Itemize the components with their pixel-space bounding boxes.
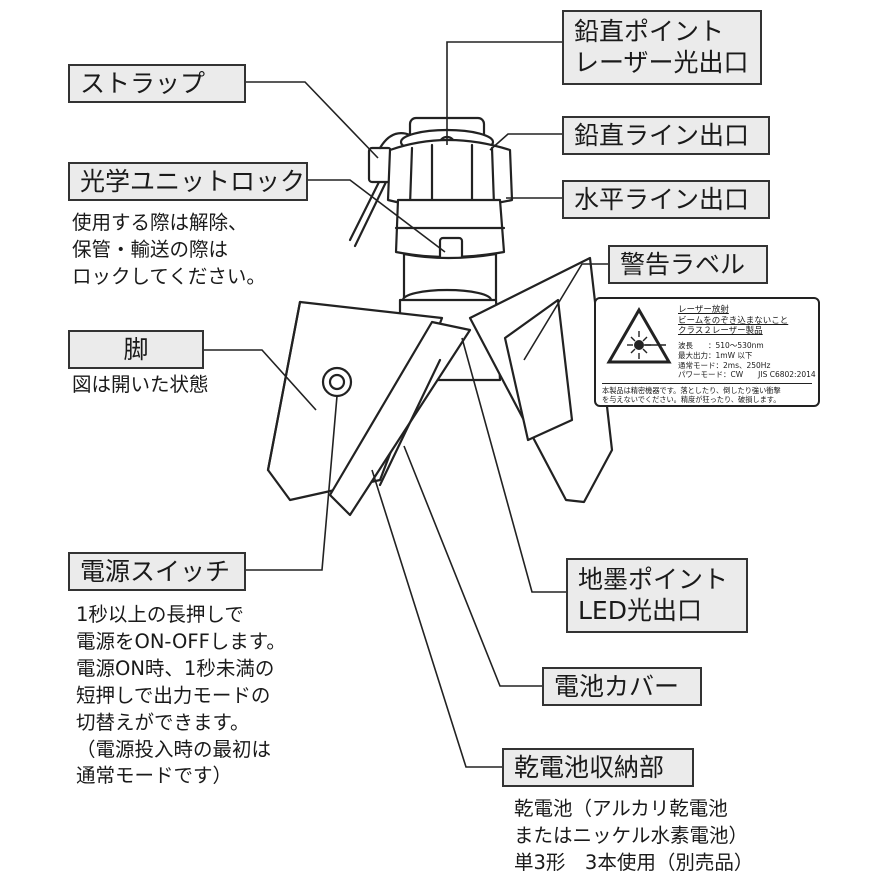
leader-optical-lock: [308, 179, 446, 253]
left-leg-drawing: [266, 300, 444, 502]
leader-vertical-point: [446, 41, 562, 145]
warning-title-line: レーザー放射: [678, 305, 729, 315]
leader-power-switch: [246, 395, 338, 571]
desc-power-switch-line: 電源をON-OFFします。: [76, 629, 286, 653]
leader-leg: [204, 349, 317, 411]
label-floor-point-line2: LED光出口: [578, 596, 702, 626]
label-floor-point-line1: 地墨ポイント: [578, 565, 729, 594]
label-battery-cover: 電池カバー: [542, 667, 702, 707]
warning-title: レーザー放射 ビームをのぞき込まないこと クラス２レーザー製品: [678, 305, 788, 337]
desc-power-switch-line: 電源ON時、1秒未満の: [76, 656, 275, 680]
desc-power-switch-line: 通常モードです）: [76, 764, 233, 788]
label-leg: 脚: [68, 330, 204, 370]
warning-spec-line: 最大出力：1mW 以下: [678, 350, 753, 360]
label-vertical-point: 鉛直ポイント レーザー光出口: [562, 10, 762, 85]
warning-spec-line: パワーモード：CW JIS C6802:2014: [678, 370, 816, 380]
desc-power-switch-line: 1秒以上の長押しで: [76, 603, 244, 626]
desc-optical-lock-line: ロックしてください。: [72, 264, 266, 288]
right-leg-drawing: [468, 256, 614, 504]
leader-floor-point: [461, 337, 566, 593]
label-battery-compartment: 乾電池収納部: [502, 748, 694, 788]
center-leg-drawing: [328, 320, 472, 517]
desc-optical-lock: 使用する際は解除、 保管・輸送の際は ロックしてください。: [72, 210, 266, 291]
warning-spec-line: 波長 ：510～530nm: [678, 341, 764, 350]
desc-optical-lock-line: 保管・輸送の際は: [72, 237, 229, 261]
label-warning-label: 警告ラベル: [608, 245, 768, 285]
leader-warning-label: [523, 263, 608, 361]
desc-power-switch-line: 切替えができます。: [76, 710, 250, 734]
label-vertical-line: 鉛直ライン出口: [562, 116, 770, 156]
desc-battery-line: 単3形 3本使用（別売品）: [514, 850, 754, 874]
warning-title-line: クラス２レーザー製品: [678, 326, 763, 337]
warning-notice: 本製品は精密機器です。落としたり、倒したり強い衝撃 を与えないでください。精度が…: [602, 383, 812, 405]
label-vertical-point-line1: 鉛直ポイント: [574, 17, 725, 46]
warning-title-line: ビームをのぞき込まないこと: [678, 315, 789, 326]
warning-notice-line: を与えないでください。精度が狂ったり、破損します。: [602, 395, 781, 405]
desc-power-switch: 1秒以上の長押しで 電源をON-OFFします。 電源ON時、1秒未満の 短押しで…: [76, 602, 286, 790]
label-power-switch: 電源スイッチ: [68, 552, 246, 592]
desc-power-switch-line: 短押しで出力モードの: [76, 683, 271, 707]
desc-optical-lock-line: 使用する際は解除、: [72, 211, 248, 234]
leader-battery-compartment: [371, 469, 502, 768]
leader-vertical-line: [489, 133, 562, 151]
label-floor-point: 地墨ポイント LED光出口: [566, 558, 748, 633]
leader-battery-cover: [403, 445, 542, 687]
label-vertical-point-line2: レーザー光出口: [574, 48, 749, 78]
strap-drawing: [348, 132, 412, 248]
leader-strap: [246, 81, 379, 159]
warning-notice-line: 本製品は精密機器です。落としたり、倒したり強い衝撃: [602, 386, 781, 395]
label-optical-lock: 光学ユニットロック: [68, 162, 308, 202]
desc-battery-compartment: 乾電池（アルカリ乾電池 またはニッケル水素電池） 単3形 3本使用（別売品）: [514, 796, 753, 877]
label-strap: ストラップ: [68, 64, 246, 104]
laser-warning-sticker: レーザー放射 ビームをのぞき込まないこと クラス２レーザー製品 波長 ：510～…: [594, 297, 820, 407]
label-horizontal-line: 水平ライン出口: [562, 180, 770, 220]
desc-battery-line: 乾電池（アルカリ乾電池: [514, 797, 728, 820]
desc-power-switch-line: （電源投入時の最初は: [76, 737, 272, 761]
warning-specs: 波長 ：510～530nm 最大出力：1mW 以下 通常モード：2ms、250H…: [678, 341, 816, 380]
desc-leg-line: 図は開いた状態: [72, 373, 209, 396]
laser-hazard-icon: [606, 307, 672, 364]
desc-leg: 図は開いた状態: [72, 372, 209, 399]
warning-spec-line: 通常モード：2ms、250Hz: [678, 360, 771, 370]
desc-battery-line: またはニッケル水素電池）: [514, 823, 749, 847]
